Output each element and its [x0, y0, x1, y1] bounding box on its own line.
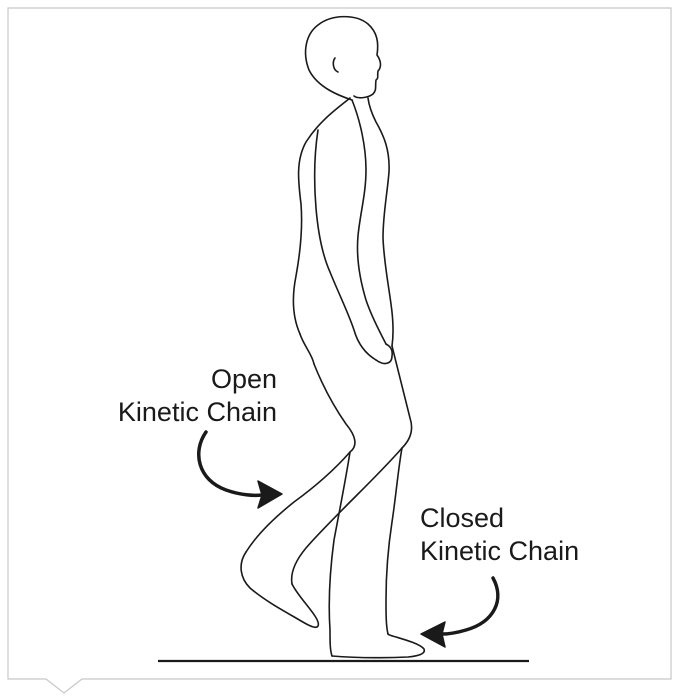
open-label-line1: Open — [118, 363, 277, 396]
open-kinetic-chain-label: Open Kinetic Chain — [118, 363, 277, 429]
frame-border — [8, 8, 671, 693]
closed-kinetic-chain-label: Closed Kinetic Chain — [420, 502, 579, 568]
open-label-line2: Kinetic Chain — [118, 396, 277, 429]
closed-label-line1: Closed — [420, 502, 579, 535]
closed-label-line2: Kinetic Chain — [420, 535, 579, 568]
